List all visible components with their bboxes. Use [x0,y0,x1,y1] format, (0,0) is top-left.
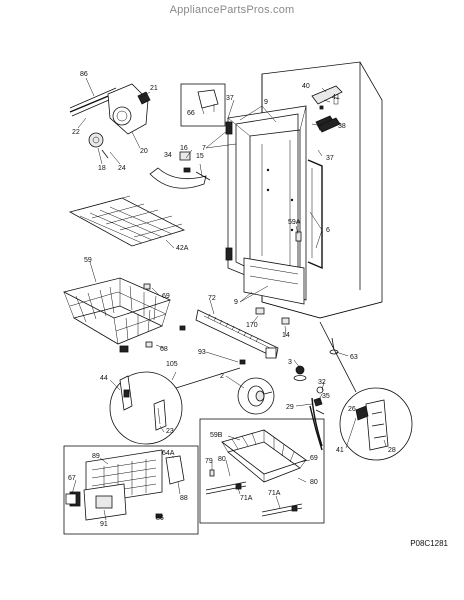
part-label: 89 [92,453,100,460]
part-label: 7 [202,145,206,152]
relay-inset-box [180,83,226,127]
part-label: 28 [388,447,396,454]
part-label: 105 [166,361,178,368]
part-label: 40 [302,83,310,90]
part-label: 71A [240,495,253,502]
part-label: 59A [288,219,301,226]
part-label: 71A [268,490,281,497]
part-label: 9 [234,299,238,306]
part-label: 170 [246,322,258,329]
part-label: 67 [68,475,76,482]
part-label: 64A [162,450,175,457]
part-label: 6 [326,227,330,234]
control-panel-box [63,445,199,535]
part-label: 3 [288,359,292,366]
part-label: 37 [226,95,234,102]
part-label: 38 [338,123,346,130]
part-14 [281,317,290,325]
lamp-cover [149,151,211,189]
part-label: 22 [72,129,80,136]
drain-assembly [69,83,151,159]
part-label: 69 [162,293,170,300]
wire-basket [62,277,172,353]
part-label: 66 [187,110,195,117]
diagram-code: P08C1281 [410,539,448,548]
part-label: 15 [196,153,204,160]
detail-circle-drain [237,377,275,415]
wire-shelf [68,195,186,247]
part-label: 68 [160,346,168,353]
part-170 [255,307,265,315]
part-label: 26 [348,406,356,413]
part-label: 23 [166,428,174,435]
top-hinge-assembly [311,85,343,133]
part-label: 88 [180,495,188,502]
part-label: 2 [220,373,224,380]
part-label: 41 [336,447,344,454]
part-label: 72 [208,295,216,302]
part-labels: 86 21 22 20 18 24 66 37 9 40 41 38 37 7 … [68,71,396,528]
part-label: 24 [118,165,126,172]
leader-lines [71,77,387,521]
part-label: 80 [310,479,318,486]
part-label: 35 [322,393,330,400]
part-label: 20 [140,148,148,155]
part-label: 86 [80,71,88,78]
part-label: 63 [350,354,358,361]
part-label: 32 [318,379,326,386]
part-label: 91 [100,521,108,528]
site-watermark: AppliancePartsPros.com [169,4,295,16]
cabinet-shell [225,61,383,319]
part-label: 59B [210,432,223,439]
part-label: 21 [150,85,158,92]
part-label: 16 [180,145,188,152]
detail-circle-hinge [319,321,413,461]
detail-circle-latch [109,367,241,445]
part-label: 86 [156,515,164,522]
part-label: 18 [98,165,106,172]
part-label: 44 [100,375,108,382]
basket-kit-box [199,418,325,524]
part-label: 93 [198,349,206,356]
part-label: 79 [205,458,213,465]
part-label: 29 [286,404,294,411]
part-label: 9 [264,99,268,106]
part-label: 69 [310,455,318,462]
part-label: 34 [164,152,172,159]
part-label: 80 [218,456,226,463]
part-label: 41 [332,94,340,101]
part-label: 59 [84,257,92,264]
part-label: 42A [176,245,189,252]
kickplate [179,309,279,365]
part-label: 14 [282,332,290,339]
part-label: 37 [326,155,334,162]
